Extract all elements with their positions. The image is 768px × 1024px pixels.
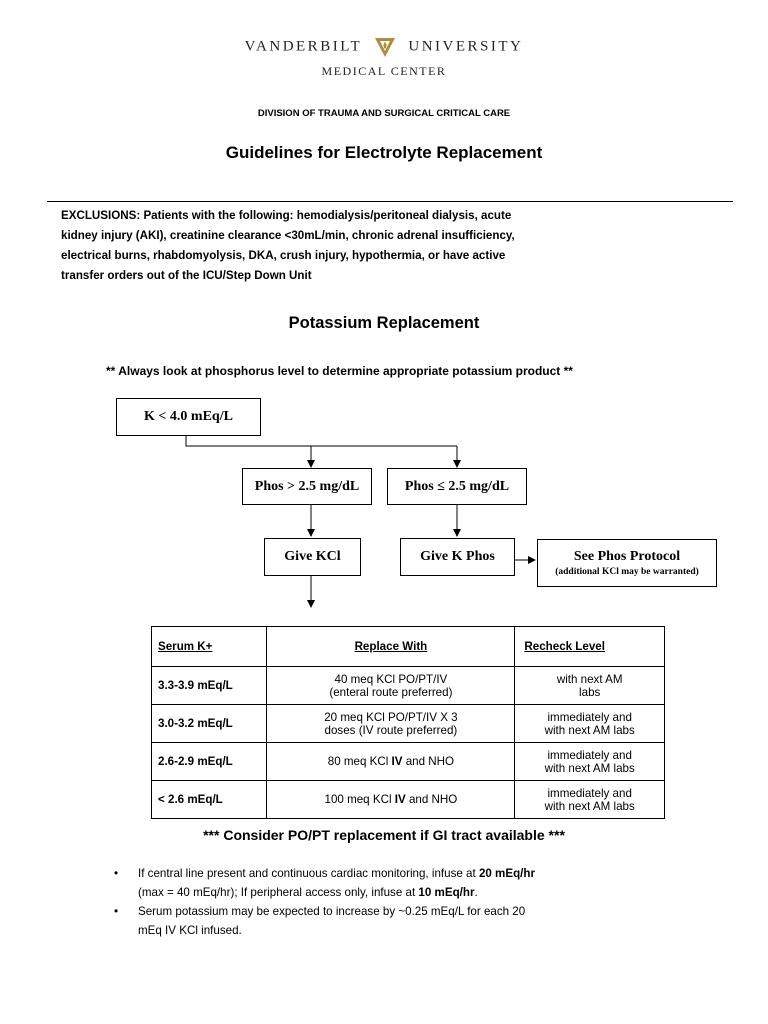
cell-text: 100 meq KCl bbox=[324, 793, 395, 806]
cell-line: (enteral route preferred) bbox=[329, 685, 453, 699]
flow-box-label: Give KCl bbox=[284, 549, 341, 564]
recheck-level-cell: immediately and with next AM labs bbox=[514, 704, 665, 743]
cell-line: 40 meq KCl PO/PT/IV bbox=[334, 672, 448, 686]
logo-text-right: UNIVERSITY bbox=[408, 38, 524, 55]
table-row: 3.3-3.9 mEq/L 40 meq KCl PO/PT/IV (enter… bbox=[150, 666, 665, 705]
table-header-recheck: Recheck Level bbox=[514, 626, 665, 667]
connector-start-to-split bbox=[185, 436, 457, 447]
consider-note: *** Consider PO/PT replacement if GI tra… bbox=[203, 827, 565, 843]
cell-line: with next AM labs bbox=[544, 723, 635, 737]
serum-level-cell: < 2.6 mEq/L bbox=[150, 780, 268, 819]
exclusions-line: transfer orders out of the ICU/Step Down… bbox=[61, 269, 312, 282]
cell-line: immediately and bbox=[547, 748, 632, 762]
bullet-text: (max = 40 mEq/hr); If peripheral access … bbox=[138, 886, 419, 899]
table-header-serum: Serum K+ bbox=[150, 626, 268, 667]
list-item: • If central line present and continuous… bbox=[110, 864, 630, 902]
flow-box-label: Give K Phos bbox=[420, 549, 495, 564]
flow-box-phos-high: Phos > 2.5 mg/dL bbox=[242, 468, 372, 505]
recheck-level-cell: immediately and with next AM labs bbox=[514, 742, 665, 781]
cell-text: 80 meq KCl bbox=[327, 755, 392, 768]
bullet-text-bold: 10 mEq/hr bbox=[418, 886, 475, 899]
recheck-level-cell: with next AM labs bbox=[514, 666, 665, 705]
logo-subtitle: MEDICAL CENTER bbox=[321, 64, 447, 78]
replace-with-cell: 40 meq KCl PO/PT/IV (enteral route prefe… bbox=[266, 666, 516, 705]
cell-line: labs bbox=[579, 685, 601, 699]
phosphorus-note: ** Always look at phosphorus level to de… bbox=[106, 364, 573, 378]
cell-line: immediately and bbox=[547, 786, 632, 800]
bullet-text: . bbox=[474, 886, 478, 899]
flow-box-label: Phos ≤ 2.5 mg/dL bbox=[404, 478, 510, 494]
institution-logo: VANDERBILT UNIVERSITY bbox=[0, 36, 768, 58]
bullet-text: Serum potassium may be expected to incre… bbox=[138, 905, 526, 918]
cell-line: with next AM bbox=[556, 672, 623, 686]
bullet-list: • If central line present and continuous… bbox=[110, 864, 630, 940]
bullet-text: If central line present and continuous c… bbox=[138, 867, 479, 880]
cell-line: doses (IV route preferred) bbox=[324, 723, 458, 737]
serum-level-cell: 2.6-2.9 mEq/L bbox=[150, 742, 268, 781]
replace-with-cell: 100 meq KCl IV and NHO bbox=[266, 780, 516, 819]
exclusions-paragraph: EXCLUSIONS: Patients with the following:… bbox=[61, 206, 581, 286]
flow-box-phos-protocol: See Phos Protocol (additional KCl may be… bbox=[537, 539, 717, 587]
serum-level-cell: 3.0-3.2 mEq/L bbox=[150, 704, 268, 743]
table-row: < 2.6 mEq/L 100 meq KCl IV and NHO immed… bbox=[150, 780, 665, 819]
table-header-row: Serum K+ Replace With Recheck Level bbox=[150, 626, 665, 667]
bullet-icon: • bbox=[114, 867, 119, 880]
potassium-replacement-table: Serum K+ Replace With Recheck Level 3.3-… bbox=[150, 626, 665, 819]
cell-text: and NHO bbox=[402, 755, 455, 768]
bullet-icon: • bbox=[114, 905, 119, 918]
replace-with-cell: 80 meq KCl IV and NHO bbox=[266, 742, 516, 781]
exclusions-line: kidney injury (AKI), creatinine clearanc… bbox=[61, 229, 515, 242]
flow-box-give-kcl: Give KCl bbox=[264, 538, 361, 576]
cell-text: and NHO bbox=[405, 793, 458, 806]
cell-line: immediately and bbox=[547, 710, 632, 724]
exclusions-line: EXCLUSIONS: Patients with the following:… bbox=[61, 209, 512, 222]
flow-box-k-threshold: K < 4.0 mEq/L bbox=[116, 398, 261, 436]
table-row: 3.0-3.2 mEq/L 20 meq KCl PO/PT/IV X 3 do… bbox=[150, 704, 665, 743]
flow-box-phos-low: Phos ≤ 2.5 mg/dL bbox=[387, 468, 527, 505]
flow-box-label: Phos > 2.5 mg/dL bbox=[254, 478, 360, 494]
flow-box-label: K < 4.0 mEq/L bbox=[144, 409, 233, 424]
recheck-level-cell: immediately and with next AM labs bbox=[514, 780, 665, 819]
cell-line: with next AM labs bbox=[544, 799, 635, 813]
section-title: Potassium Replacement bbox=[288, 314, 480, 332]
divider bbox=[47, 201, 733, 202]
table-row: 2.6-2.9 mEq/L 80 meq KCl IV and NHO imme… bbox=[150, 742, 665, 781]
cell-line: with next AM labs bbox=[544, 761, 635, 775]
cell-text-bold: IV bbox=[394, 793, 406, 806]
cell-line: 20 meq KCl PO/PT/IV X 3 bbox=[324, 710, 458, 724]
serum-level-cell: 3.3-3.9 mEq/L bbox=[150, 666, 268, 705]
flow-box-sublabel: (additional KCl may be warranted) bbox=[555, 567, 699, 577]
page-title: Guidelines for Electrolyte Replacement bbox=[225, 143, 543, 162]
logo-text-left: VANDERBILT bbox=[244, 38, 362, 55]
table-header-replace: Replace With bbox=[266, 626, 516, 667]
bullet-text-bold: 20 mEq/hr bbox=[478, 867, 535, 880]
flow-box-give-kphos: Give K Phos bbox=[400, 538, 515, 576]
list-item: • Serum potassium may be expected to inc… bbox=[110, 902, 630, 940]
cell-text-bold: IV bbox=[391, 755, 403, 768]
replace-with-cell: 20 meq KCl PO/PT/IV X 3 doses (IV route … bbox=[266, 704, 516, 743]
flowchart-connectors bbox=[185, 436, 536, 608]
vanderbilt-v-oak-leaf-icon bbox=[375, 38, 396, 57]
flow-box-label: See Phos Protocol bbox=[573, 549, 681, 564]
division-title: DIVISION OF TRAUMA AND SURGICAL CRITICAL… bbox=[257, 108, 511, 119]
exclusions-line: electrical burns, rhabdomyolysis, DKA, c… bbox=[61, 249, 506, 262]
bullet-text: mEq IV KCl infused. bbox=[138, 924, 242, 937]
